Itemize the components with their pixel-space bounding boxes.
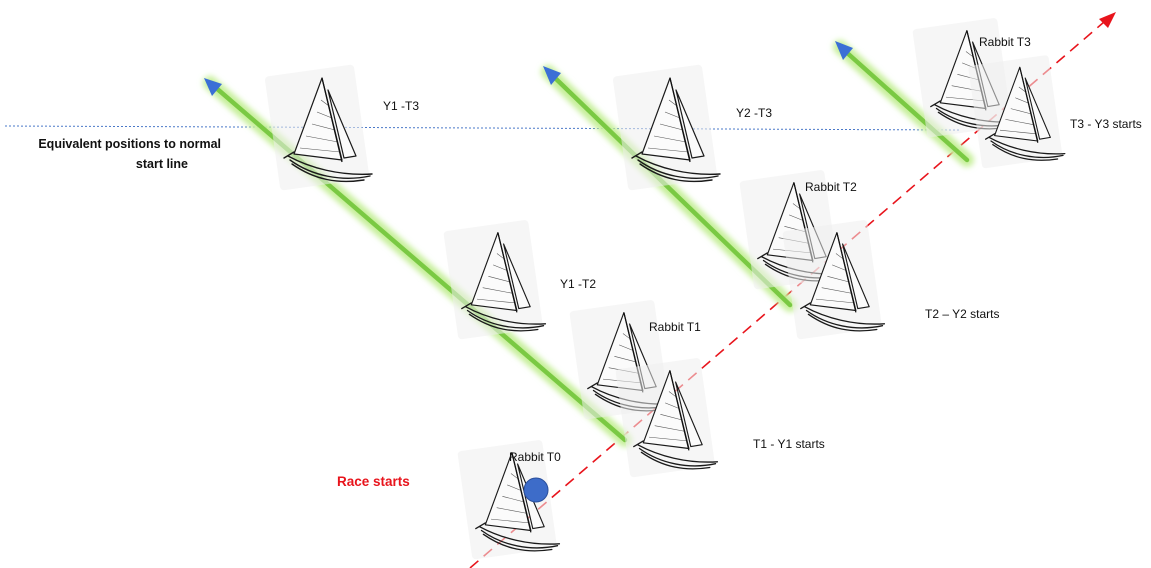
rabbit-t0-label: Rabbit T0	[509, 450, 561, 464]
rabbit-t3-label: Rabbit T3	[979, 35, 1031, 49]
sailboat-icon	[614, 356, 719, 479]
y1-t3-label: Y1 -T3	[383, 99, 419, 113]
equivalent-line-label-2: start line	[136, 157, 188, 171]
equivalent-start-line	[4, 125, 961, 131]
t1-y1-starts-label: T1 - Y1 starts	[753, 437, 825, 451]
red-arrow-head-icon	[1099, 12, 1116, 28]
sailboat-icon	[611, 63, 721, 192]
blue-arrow-head-icon	[835, 41, 853, 60]
race-starts-label: Race starts	[337, 474, 410, 489]
blue-arrow-head-icon	[543, 66, 561, 85]
sailboat-icon	[781, 218, 886, 341]
blue-arrow-head-icon	[204, 78, 222, 96]
rabbit-marker-icon	[523, 477, 549, 503]
rabbit-t1-label: Rabbit T1	[649, 320, 701, 334]
sailboat-icon	[263, 63, 373, 192]
t2-y2-starts-label: T2 – Y2 starts	[925, 307, 999, 321]
sailboat-icon	[442, 218, 547, 341]
y2-t3-label: Y2 -T3	[736, 106, 772, 120]
t3-y3-starts-label: T3 - Y3 starts	[1070, 117, 1142, 131]
equivalent-line-label-1: Equivalent positions to normal	[38, 137, 221, 151]
sailboat-icon	[967, 54, 1066, 170]
green-track-y3	[833, 40, 974, 167]
green-track-y2	[541, 65, 797, 312]
y1-t2-label: Y1 -T2	[560, 277, 596, 291]
green-track-y1	[203, 76, 632, 447]
rabbit-t2-label: Rabbit T2	[805, 180, 857, 194]
